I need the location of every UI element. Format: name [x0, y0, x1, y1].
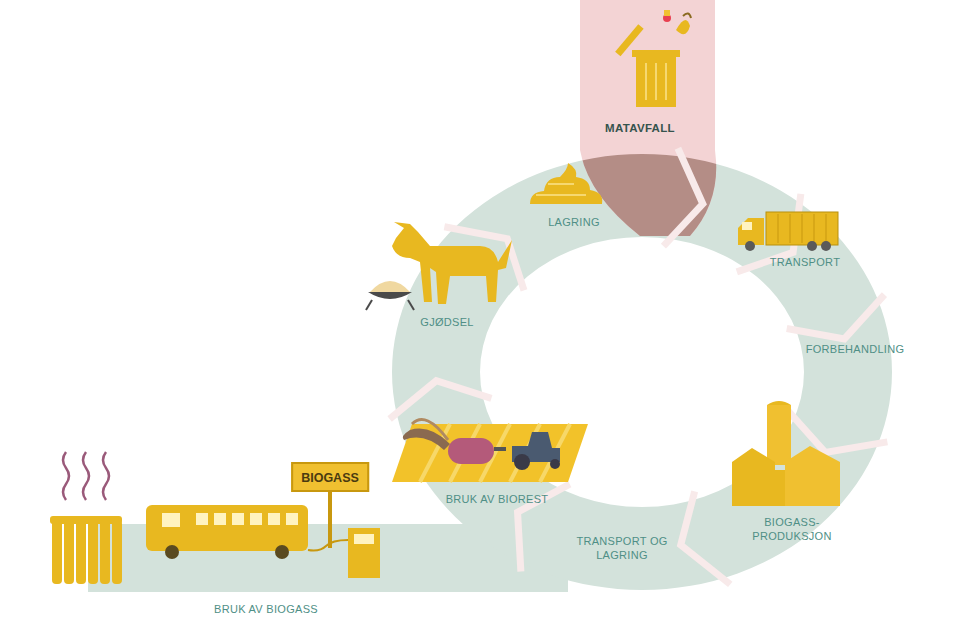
flow-chevron: [390, 381, 492, 419]
stage-label: BRUK AV BIOREST: [446, 493, 549, 507]
flow-chevron: [663, 148, 702, 246]
flow-chevron: [788, 411, 887, 452]
stage-label: MATAVFALL: [605, 121, 675, 135]
stage-label: BIOGASS- PRODUKSJON: [744, 516, 840, 544]
truck-icon: [738, 212, 838, 251]
flow-chevron: [787, 295, 885, 339]
trash-can-icon: [615, 10, 691, 107]
stage-label: TRANSPORT: [770, 256, 840, 270]
cow-icon: [366, 222, 512, 310]
stage-label: TRANSPORT OG LAGRING: [574, 535, 670, 563]
flow-chevrons: [390, 148, 888, 584]
radiator-icon: [50, 452, 122, 584]
sign-text: BIOGASS: [301, 471, 359, 485]
manure-pile-icon: [530, 163, 602, 204]
stage-label: FORBEHANDLING: [806, 343, 905, 357]
sign-box: BIOGASS: [291, 462, 369, 492]
stage-label: BRUK AV BIOGASS: [214, 603, 318, 617]
flow-chevron: [681, 491, 731, 584]
stage-label: LAGRING: [548, 216, 600, 230]
fuel-pump-icon: [308, 490, 380, 578]
biogas-plant-icon: [732, 401, 840, 506]
stage-label: GJØDSEL: [420, 316, 473, 330]
bus-icon: [146, 505, 308, 559]
tractor-field-icon: [392, 420, 588, 482]
